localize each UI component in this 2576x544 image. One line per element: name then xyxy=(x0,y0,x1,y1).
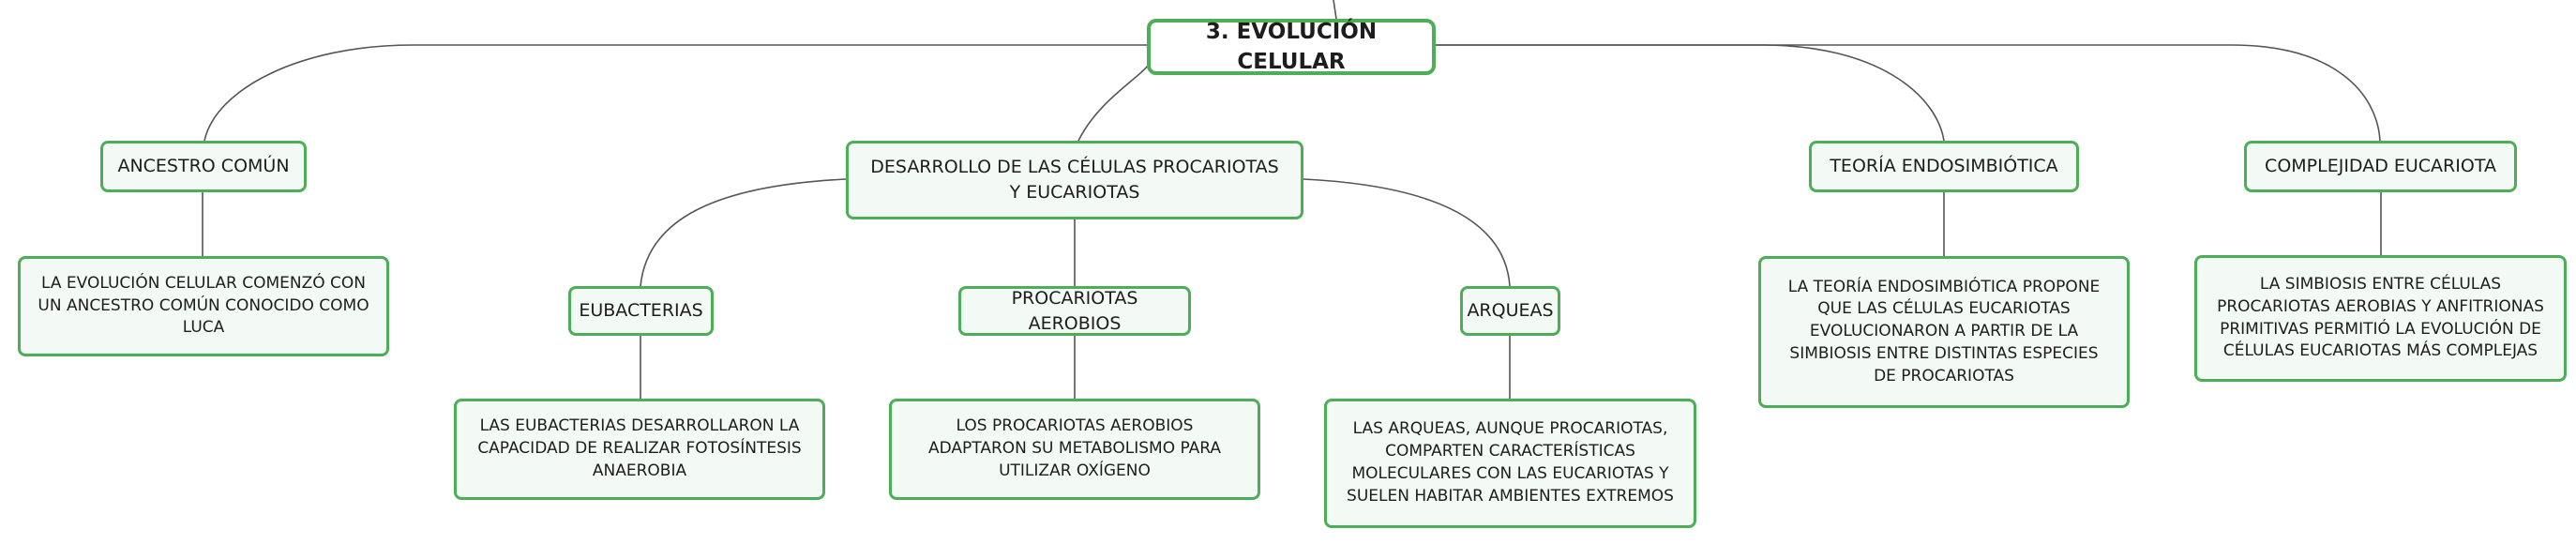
detail-complejidad-eucariota-text: LA SIMBIOSIS ENTRE CÉLULAS PROCARIOTAS A… xyxy=(2217,274,2544,361)
detail-arqueas-text: LAS ARQUEAS, AUNQUE PROCARIOTAS, COMPART… xyxy=(1347,419,1674,506)
detail-eubacterias[interactable]: LAS EUBACTERIAS DESARROLLARON LA CAPACID… xyxy=(454,399,825,500)
connector-root-complejidad xyxy=(1435,44,2381,142)
connector-parent-root xyxy=(1333,0,1337,20)
connector-desarrollo-eubacterias xyxy=(640,178,847,287)
detail-eubacterias-text: LAS EUBACTERIAS DESARROLLARON LA CAPACID… xyxy=(477,416,802,480)
detail-procariotas-aerobios-text: LOS PROCARIOTAS AEROBIOS ADAPTARON SU ME… xyxy=(927,416,1222,480)
detail-teoria-endosimbiotica-text: LA TEORÍA ENDOSIMBIÓTICA PROPONE QUE LAS… xyxy=(1787,277,2101,385)
topic-desarrollo-label: DESARROLLO DE LAS CÉLULAS PROCARIOTAS Y … xyxy=(870,157,1279,203)
subtopic-arqueas-label: ARQUEAS xyxy=(1467,300,1554,322)
topic-complejidad-eucariota[interactable]: COMPLEJIDAD EUCARIOTA xyxy=(2244,141,2517,192)
detail-ancestro-comun-text: LA EVOLUCIÓN CELULAR COMENZÓ CON UN ANCE… xyxy=(38,273,369,338)
root-node[interactable]: 3. EVOLUCIÓN CELULAR xyxy=(1147,19,1436,75)
root-label: 3. EVOLUCIÓN CELULAR xyxy=(1205,19,1378,74)
topic-complejidad-eucariota-label: COMPLEJIDAD EUCARIOTA xyxy=(2265,156,2496,177)
subtopic-eubacterias[interactable]: EUBACTERIAS xyxy=(568,286,714,336)
detail-teoria-endosimbiotica[interactable]: LA TEORÍA ENDOSIMBIÓTICA PROPONE QUE LAS… xyxy=(1758,256,2130,408)
topic-ancestro-comun-label: ANCESTRO COMÚN xyxy=(117,156,290,177)
connector-desarrollo-arqueas xyxy=(1303,178,1511,287)
subtopic-eubacterias-label: EUBACTERIAS xyxy=(579,300,703,322)
topic-ancestro-comun[interactable]: ANCESTRO COMÚN xyxy=(100,141,307,192)
subtopic-procariotas-aerobios-label: PROCARIOTAS AEROBIOS xyxy=(1011,287,1138,334)
subtopic-procariotas-aerobios[interactable]: PROCARIOTAS AEROBIOS xyxy=(958,286,1191,336)
connector-root-desarrollo xyxy=(1077,46,1153,142)
subtopic-arqueas[interactable]: ARQUEAS xyxy=(1460,286,1560,336)
topic-teoria-endosimbiotica-label: TEORÍA ENDOSIMBIÓTICA xyxy=(1830,156,2058,177)
topic-desarrollo[interactable]: DESARROLLO DE LAS CÉLULAS PROCARIOTAS Y … xyxy=(846,141,1303,219)
detail-arqueas[interactable]: LAS ARQUEAS, AUNQUE PROCARIOTAS, COMPART… xyxy=(1324,399,1696,528)
connector-root-ancestro xyxy=(203,44,1147,142)
detail-procariotas-aerobios[interactable]: LOS PROCARIOTAS AEROBIOS ADAPTARON SU ME… xyxy=(889,399,1260,500)
connector-root-endosimbiotica xyxy=(1435,44,1945,142)
detail-complejidad-eucariota[interactable]: LA SIMBIOSIS ENTRE CÉLULAS PROCARIOTAS A… xyxy=(2194,255,2567,382)
detail-ancestro-comun[interactable]: LA EVOLUCIÓN CELULAR COMENZÓ CON UN ANCE… xyxy=(18,256,389,356)
topic-teoria-endosimbiotica[interactable]: TEORÍA ENDOSIMBIÓTICA xyxy=(1809,141,2079,192)
